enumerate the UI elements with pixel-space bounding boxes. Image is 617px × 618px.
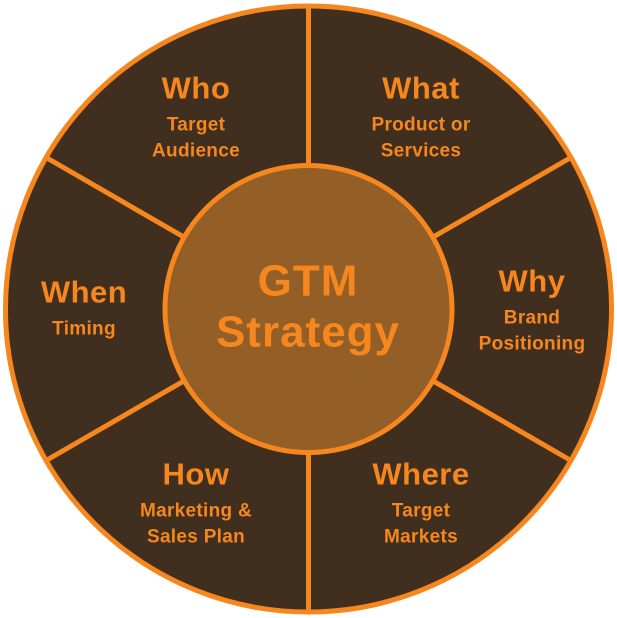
segment-what: What Product or Services: [346, 69, 496, 164]
segment-where: Where Target Markets: [346, 455, 496, 550]
segment-why-subtitle: Brand Positioning: [478, 307, 586, 355]
segment-where-title: Where: [372, 456, 470, 492]
segment-who: Who Target Audience: [121, 69, 271, 164]
segment-how-title: How: [162, 456, 230, 492]
segment-what-title: What: [382, 70, 460, 106]
segment-how: How Marketing & Sales Plan: [121, 455, 271, 550]
segment-who-subtitle: Target Audience: [152, 114, 240, 162]
segment-when: When Timing: [9, 274, 159, 343]
segment-what-subtitle: Product or Services: [371, 114, 471, 162]
segment-when-subtitle: Timing: [52, 318, 116, 340]
segment-when-title: When: [40, 274, 128, 310]
center-title: GTM Strategy: [215, 256, 401, 357]
segment-why: Why Brand Positioning: [457, 262, 607, 357]
segment-why-title: Why: [498, 263, 566, 299]
segment-how-subtitle: Marketing & Sales Plan: [139, 500, 253, 548]
segment-where-subtitle: Target Markets: [384, 500, 458, 548]
center-circle: [162, 163, 455, 455]
segment-who-title: Who: [161, 70, 231, 106]
